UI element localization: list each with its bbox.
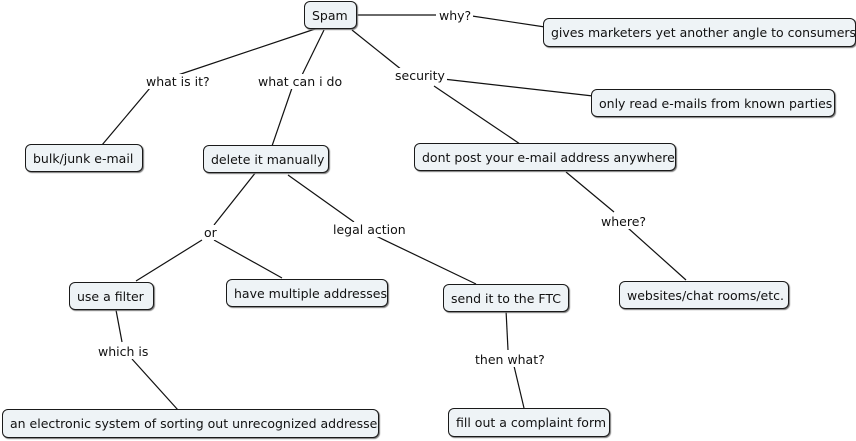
connector-delete-or: [213, 171, 257, 226]
node-complaint-form-label: fill out a complaint form: [456, 415, 607, 430]
node-bulk-junk-email[interactable]: bulk/junk e-mail: [25, 144, 143, 172]
node-complaint-form[interactable]: fill out a complaint form: [448, 408, 610, 437]
link-label-where: where?: [599, 214, 649, 229]
connector-thenwhat-complaint: [513, 365, 525, 409]
link-label-legal-action: legal action: [331, 222, 408, 237]
node-delete-manually[interactable]: delete it manually: [203, 145, 329, 173]
connector-legal-ftc: [375, 235, 477, 285]
connector-whatisit-bulk: [101, 87, 151, 146]
connector-spam-whatcanido: [301, 29, 325, 76]
connector-security-onlyread: [442, 78, 594, 97]
connector-ftc-thenwhat: [505, 309, 509, 351]
link-label-or: or: [202, 225, 219, 240]
node-only-read-emails[interactable]: only read e-mails from known parties: [591, 89, 835, 117]
node-websites-chat-rooms-label: websites/chat rooms/etc.: [627, 287, 784, 303]
connector-or-multiple: [213, 239, 283, 279]
connector-security-dontpost: [433, 85, 521, 145]
connector-or-filter: [135, 239, 203, 282]
node-websites-chat-rooms[interactable]: websites/chat rooms/etc.: [619, 281, 789, 309]
node-electronic-system[interactable]: an electronic system of sorting out unre…: [2, 409, 379, 438]
link-label-then-what: then what?: [473, 352, 547, 367]
node-use-a-filter-label: use a filter: [77, 288, 144, 304]
node-send-to-ftc[interactable]: send it to the FTC: [443, 284, 569, 312]
node-only-read-emails-label: only read e-mails from known parties: [599, 95, 833, 111]
connector-delete-legal: [287, 174, 355, 223]
link-label-what-can-i-do: what can i do: [256, 74, 345, 89]
connector-spam-security: [351, 29, 403, 71]
link-label-what-is-it: what is it?: [144, 74, 212, 89]
node-spam-label: Spam: [312, 7, 348, 23]
node-multiple-addresses-label: have multiple addresses: [234, 285, 387, 301]
link-label-security: security: [393, 68, 447, 83]
node-gives-marketers-label: gives marketers yet another angle to con…: [551, 25, 856, 40]
node-multiple-addresses[interactable]: have multiple addresses: [226, 279, 388, 307]
node-gives-marketers[interactable]: gives marketers yet another angle to con…: [543, 18, 856, 47]
connector-whatcanido-delete: [271, 87, 293, 147]
connector-dontpost-where: [565, 171, 615, 213]
node-send-to-ftc-label: send it to the FTC: [451, 290, 561, 306]
node-delete-manually-label: delete it manually: [211, 151, 325, 167]
node-use-a-filter[interactable]: use a filter: [69, 282, 154, 310]
node-spam[interactable]: Spam: [304, 1, 357, 29]
node-dont-post-email-label: dont post your e-mail address anywhere: [422, 149, 675, 165]
node-dont-post-email[interactable]: dont post your e-mail address anywhere: [414, 143, 676, 171]
node-electronic-system-label: an electronic system of sorting out unre…: [10, 416, 379, 431]
link-label-why: why?: [437, 8, 474, 23]
connector-spam-whatisit: [171, 27, 319, 78]
connector-whichis-electronic: [131, 358, 179, 411]
link-label-which-is: which is: [96, 344, 151, 359]
connector-filter-whichis: [115, 309, 123, 343]
connector-why-gives: [471, 15, 546, 28]
connector-where-websites: [627, 227, 687, 281]
node-bulk-junk-email-label: bulk/junk e-mail: [33, 150, 134, 166]
